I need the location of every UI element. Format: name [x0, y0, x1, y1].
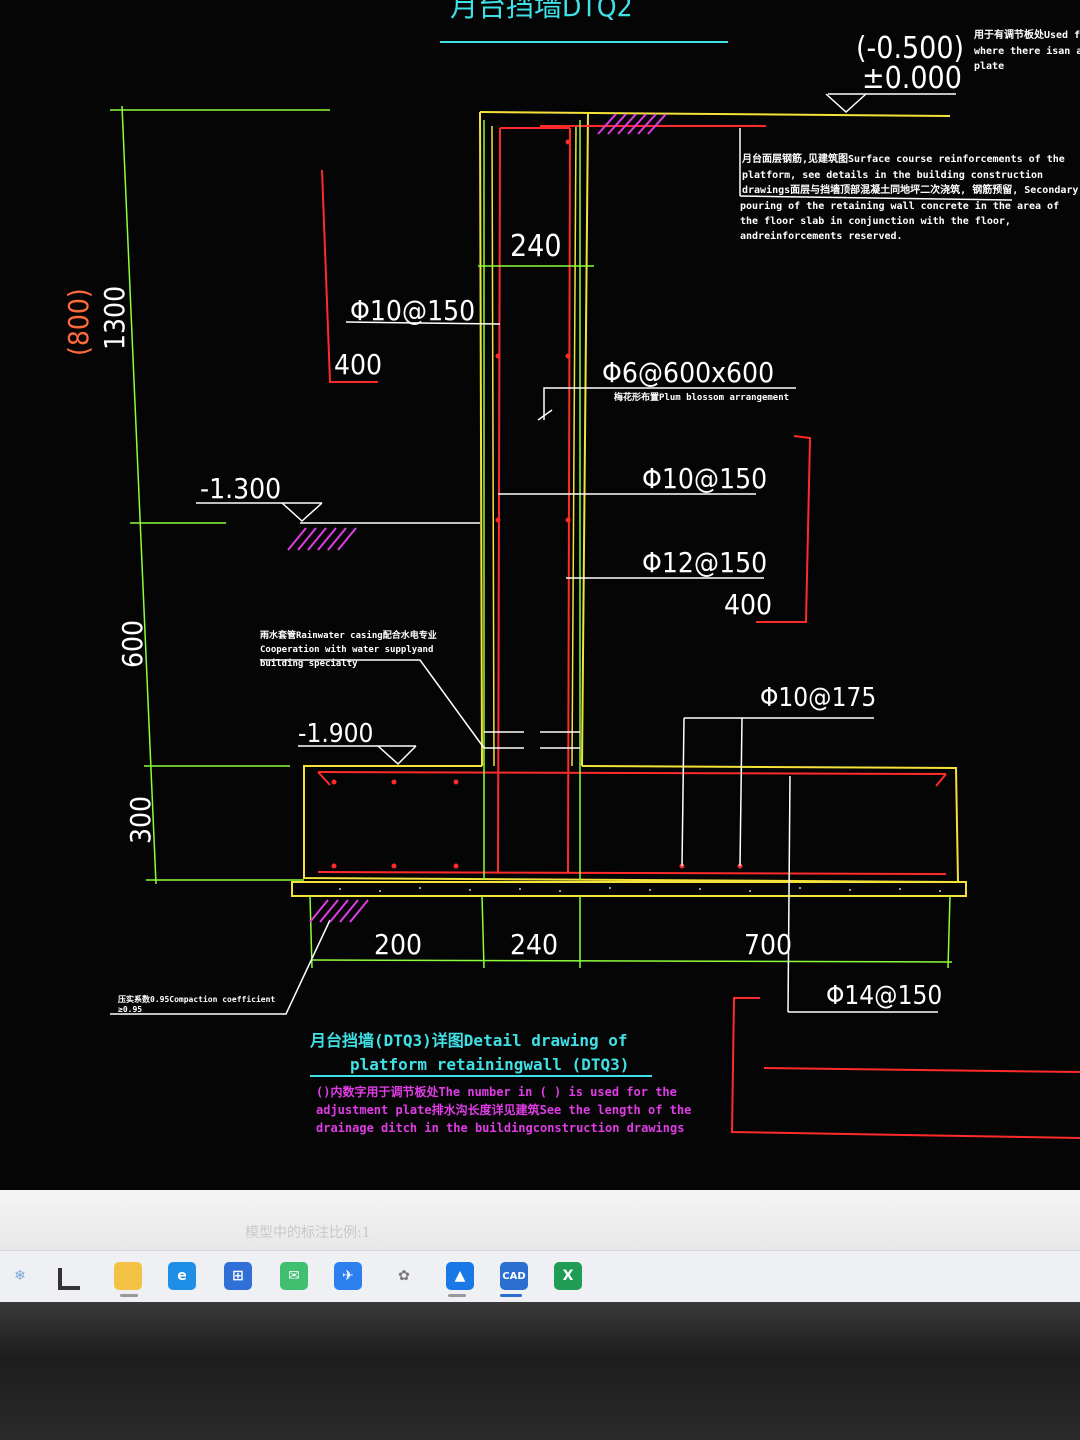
status-bar	[0, 1190, 1080, 1250]
svg-text:drawings面层与挡墙顶部混凝土同地坪二次浇筑, 钢筋预: drawings面层与挡墙顶部混凝土同地坪二次浇筑, 钢筋预留, Seconda…	[742, 183, 1078, 196]
compaction-note: 压实系数0.95Compaction coefficient ≥0.95	[118, 994, 275, 1014]
svg-text:the floor slab in conjunction: the floor slab in conjunction with the f…	[740, 215, 1011, 227]
task-view-icon[interactable]	[58, 1268, 80, 1290]
rebar-label-6: Φ14@150	[826, 981, 942, 1011]
taskbar-running-indicator	[500, 1294, 522, 1297]
svg-text:plate: plate	[974, 61, 1004, 72]
svg-text:andreinforcements reserved.: andreinforcements reserved.	[740, 230, 903, 242]
store-icon[interactable]: ⊞	[224, 1262, 252, 1290]
dim-bottom-240: 240	[510, 928, 558, 961]
rebar-label-5: Φ10@175	[760, 683, 876, 713]
annotation-scale-status: 模型中的标注比例:1	[245, 1225, 371, 1241]
level-top: ±0.000	[862, 61, 962, 96]
wall-outline	[291, 111, 967, 897]
svg-text:drainage ditch in the building: drainage ditch in the buildingconstructi…	[316, 1121, 684, 1135]
dim-vert-total: 1300	[98, 286, 131, 350]
svg-text:雨水套管Rainwater casing配合水电专业: 雨水套管Rainwater casing配合水电专业	[260, 629, 437, 641]
excel-icon[interactable]: X	[554, 1262, 582, 1290]
level-bottom: -1.900	[298, 719, 373, 749]
dim-vert-300: 300	[124, 796, 157, 844]
caption-line-2: platform retainingwall (DTQ3)	[350, 1055, 629, 1074]
top-title-fragment: 月台挡墙DTQ2	[450, 0, 633, 23]
dim-bottom-200: 200	[374, 928, 422, 961]
cad-viewport[interactable]: 月台挡墙DTQ2	[0, 0, 1080, 1190]
rebar-label-2: Φ6@600x600	[602, 356, 774, 389]
feishu-icon[interactable]: ✈	[334, 1262, 362, 1290]
surface-course-note: 月台面层钢筋,见建筑图Surface course reinforcements…	[740, 152, 1078, 242]
level-middle: -1.300	[200, 472, 281, 505]
leader-lines	[110, 93, 1013, 1015]
caption-line-1: 月台挡墙(DTQ3)详图Detail drawing of	[309, 1031, 628, 1050]
taskbar	[0, 1250, 1080, 1303]
file-explorer-icon[interactable]	[114, 1262, 142, 1290]
rebar-dots	[331, 139, 743, 869]
dingtalk-icon[interactable]: ▲	[446, 1262, 474, 1290]
dim-left-400: 400	[334, 348, 382, 381]
dim-bottom-700: 700	[744, 928, 792, 961]
mail-icon[interactable]: ✉	[280, 1262, 308, 1290]
blinding-hatch	[339, 887, 941, 892]
svg-text:platform, see details in the b: platform, see details in the building co…	[742, 169, 1043, 181]
svg-text:pouring of the retaining wall: pouring of the retaining wall concrete i…	[740, 200, 1059, 212]
rain-casing-note: 雨水套管Rainwater casing配合水电专业 Cooperation w…	[260, 629, 437, 669]
rebar-label-2-sub: 梅花形布置Plum blossom arrangement	[614, 391, 789, 403]
monitor-bezel	[0, 1302, 1080, 1440]
svg-text:≥0.95: ≥0.95	[118, 1005, 142, 1014]
rebar-label-1: Φ10@150	[350, 294, 475, 327]
wall-inner-right	[571, 125, 577, 767]
svg-text:building specialty: building specialty	[260, 658, 358, 669]
rebar-lines	[317, 125, 1080, 1139]
dim-wall-top: 240	[510, 229, 562, 264]
svg-text:用于有调节板处Used for p: 用于有调节板处Used for p	[973, 28, 1080, 41]
weather-icon[interactable]: ❄	[14, 1268, 26, 1284]
svg-text:()内数字用于调节板处The number in ( ) i: ()内数字用于调节板处The number in ( ) is used for…	[316, 1084, 677, 1099]
dimension-lines	[110, 105, 953, 969]
dim-vert-600: 600	[116, 620, 149, 668]
rebar-label-3: Φ10@150	[642, 462, 767, 495]
level-top-bracket: (-0.500)	[856, 31, 964, 66]
wall-inner-left	[491, 125, 495, 767]
svg-text:Cooperation with water supplya: Cooperation with water supplyand	[260, 644, 433, 655]
taskbar-running-indicator	[120, 1294, 138, 1297]
chatgpt-icon[interactable]: ✿	[398, 1268, 410, 1284]
top-right-note: 用于有调节板处Used for p where there isan adju …	[973, 28, 1080, 72]
footnote: ()内数字用于调节板处The number in ( ) is used for…	[316, 1084, 691, 1135]
cad-drawing-canvas[interactable]: 月台挡墙DTQ2	[0, 0, 1080, 1190]
dim-right-400: 400	[724, 588, 772, 621]
svg-text:月台面层钢筋,见建筑图Surface course rein: 月台面层钢筋,见建筑图Surface course reinforcements…	[741, 152, 1065, 165]
svg-text:压实系数0.95Compaction coefficient: 压实系数0.95Compaction coefficient	[118, 994, 275, 1004]
svg-text:adjustment plate排水沟长度详见建筑See t: adjustment plate排水沟长度详见建筑See the length …	[316, 1102, 691, 1117]
svg-text:where there isan adju: where there isan adju	[974, 45, 1080, 57]
ground-hatch	[287, 113, 667, 923]
dim-vert-total-bracket: (800)	[62, 288, 95, 356]
rebar-label-4: Φ12@150	[642, 546, 767, 579]
cad-app-icon[interactable]: CAD	[500, 1262, 528, 1290]
edge-browser-icon[interactable]: e	[168, 1262, 196, 1290]
taskbar-running-indicator	[448, 1294, 466, 1297]
